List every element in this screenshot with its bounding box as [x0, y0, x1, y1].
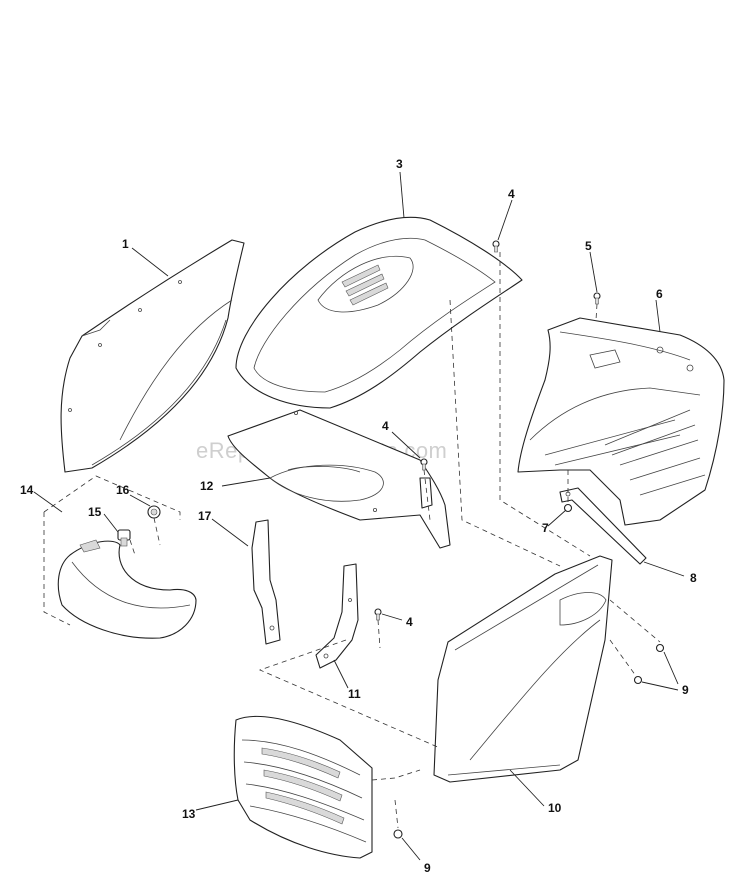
callout-3[interactable]: 3	[396, 157, 403, 171]
front-grille-part[interactable]	[233, 715, 373, 859]
leader-lines	[33, 171, 685, 861]
screw-4b-part[interactable]	[420, 458, 428, 471]
callout-4a[interactable]: 4	[508, 187, 515, 201]
side-panel-part[interactable]	[60, 239, 245, 473]
nut-9b-part[interactable]	[393, 829, 403, 839]
bolt-part[interactable]	[117, 529, 131, 547]
callout-9a[interactable]: 9	[682, 683, 689, 697]
headlight-bezel-part[interactable]	[57, 539, 197, 639]
callout-11[interactable]: 11	[348, 687, 361, 701]
callout-4b[interactable]: 4	[382, 419, 389, 433]
side-shield-part[interactable]	[433, 555, 613, 783]
nut-9a-part[interactable]	[633, 643, 665, 685]
dash-console-part[interactable]	[517, 317, 725, 526]
screw-4a-part[interactable]	[492, 240, 500, 253]
callout-17[interactable]: 17	[198, 509, 212, 523]
callout-6[interactable]: 6	[656, 287, 663, 301]
right-bracket-part[interactable]	[315, 563, 359, 669]
callout-7[interactable]: 7	[542, 521, 549, 535]
callout-5[interactable]: 5	[585, 239, 592, 253]
left-bracket-part[interactable]	[251, 519, 281, 645]
hood-part[interactable]	[235, 216, 523, 409]
callout-14[interactable]: 14	[20, 483, 34, 497]
callout-15[interactable]: 15	[88, 505, 102, 519]
assembly-lines	[43, 252, 661, 829]
callout-4c[interactable]: 4	[406, 615, 413, 629]
callout-12[interactable]: 12	[200, 479, 214, 493]
nut-7-part[interactable]	[563, 503, 573, 513]
clip-nut-part[interactable]	[147, 505, 161, 519]
callout-16[interactable]: 16	[116, 483, 130, 497]
callout-8[interactable]: 8	[690, 571, 697, 585]
callout-1[interactable]: 1	[122, 237, 129, 251]
callout-13[interactable]: 13	[182, 807, 196, 821]
screw-4c-part[interactable]	[374, 608, 382, 621]
callout-10[interactable]: 10	[548, 801, 562, 815]
callout-labels: 1 3 4 4 4 5 6 7 8 9 9 10 11 12 13 14 15 …	[20, 157, 697, 875]
callout-9b[interactable]: 9	[424, 861, 431, 875]
screw-5-part[interactable]	[593, 292, 601, 305]
support-bracket-part[interactable]	[227, 409, 451, 549]
